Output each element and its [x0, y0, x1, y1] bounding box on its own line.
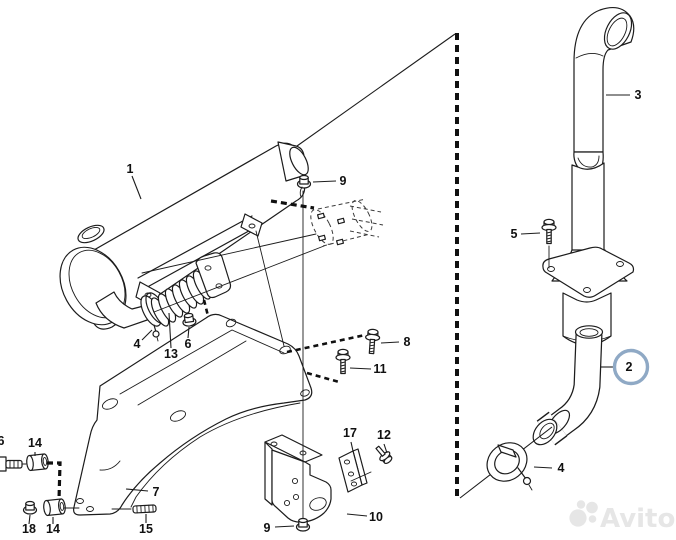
part-label-5: 5 [511, 227, 518, 241]
muffler [59, 141, 309, 342]
highlight-circle-2 [612, 348, 650, 386]
muffler-outlet-stub [277, 141, 309, 182]
bellows-flange [195, 252, 232, 299]
part-label-9-top: 9 [340, 174, 347, 188]
exhaust-stack [542, 6, 635, 346]
part-label-4-right: 4 [558, 461, 565, 475]
label-leaders [28, 94, 630, 528]
screw-8 [363, 328, 381, 355]
screw-5 [541, 218, 557, 245]
leader-top-diagonal [296, 33, 456, 147]
part-label-10: 10 [369, 510, 383, 524]
nut-9-top [296, 174, 312, 198]
stack-flange [542, 246, 635, 298]
support-bracket [73, 313, 313, 516]
mount-plate [338, 448, 368, 493]
part-label-18: 18 [22, 522, 36, 536]
part-label-11: 11 [373, 362, 386, 376]
part-label-6-left: 6 [0, 434, 5, 448]
watermark: Avito [569, 500, 675, 534]
part-labels: 1 2 3 4 4 5 6 6 7 8 9 9 10 11 12 13 14 1… [0, 88, 642, 536]
elbow-sleeve [532, 409, 571, 446]
part-label-9-bottom: 9 [264, 521, 271, 535]
clamp-right [486, 442, 533, 491]
phantom-part [310, 198, 384, 247]
elbow-pipe [532, 325, 604, 446]
spacer-14-lower [42, 498, 67, 517]
part-label-13: 13 [164, 347, 178, 361]
dashed-leaders [47, 199, 366, 501]
stud-15 [132, 504, 157, 514]
part-label-14-lower: 14 [46, 522, 60, 536]
part-label-7: 7 [153, 485, 160, 499]
nut-18 [22, 500, 38, 515]
part-label-14-upper: 14 [28, 436, 42, 450]
assembly-lines [21, 190, 325, 520]
bolt-6-left [0, 456, 23, 472]
bolt-12 [350, 445, 393, 482]
watermark-logo [569, 500, 598, 527]
nut-9-bottom [295, 517, 311, 532]
muffler-top-cap [77, 224, 105, 244]
lower-bracket [264, 434, 332, 523]
part-label-8: 8 [404, 335, 411, 349]
part-label-4-left: 4 [134, 337, 141, 351]
phantom-clamp-screws [316, 212, 346, 246]
part-label-15: 15 [139, 522, 153, 536]
watermark-text: Avito [600, 504, 675, 534]
part-label-2: 2 [626, 360, 633, 374]
part-label-3: 3 [635, 88, 642, 102]
spacer-14-upper [25, 453, 50, 472]
part-label-12: 12 [377, 428, 391, 442]
nut-6 [181, 312, 198, 328]
stack-opening [603, 12, 633, 50]
screw-11 [335, 348, 351, 375]
part-label-6-mid: 6 [185, 337, 192, 351]
part-label-17: 17 [343, 426, 357, 440]
part-label-1: 1 [127, 162, 134, 176]
